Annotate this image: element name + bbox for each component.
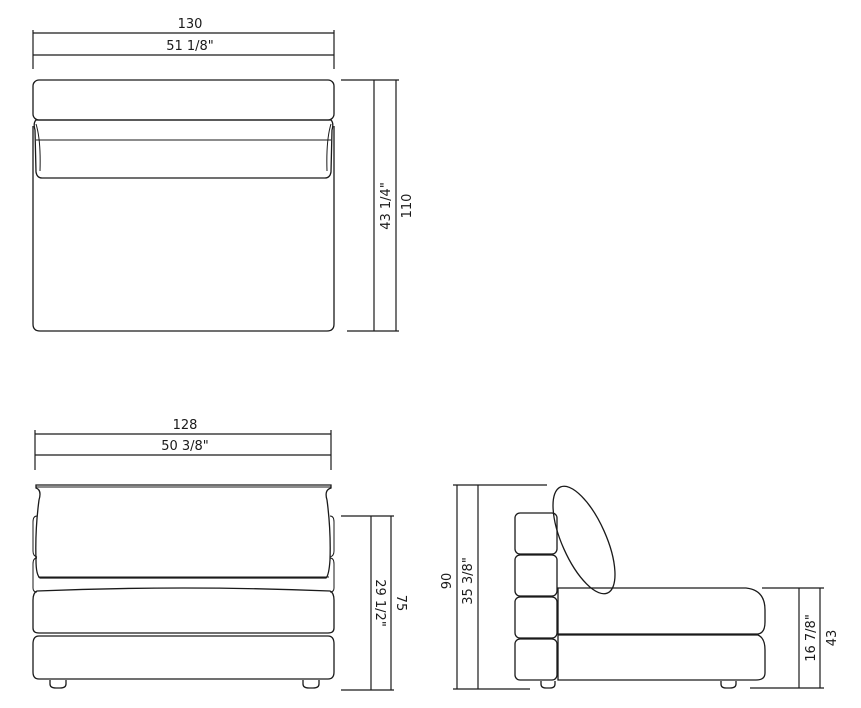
side-height-dimension: 90 35 3/8": [440, 484, 547, 690]
side-seat-dimension: 16 7/8" 43: [750, 587, 840, 689]
front-width-dimension: 128 50 3/8": [34, 418, 332, 470]
front-width-cm: 128: [173, 418, 198, 433]
top-width-cm: 130: [178, 17, 203, 32]
side-foot-right: [720, 681, 737, 689]
top-width-dimension: 130 51 1/8": [32, 17, 335, 69]
side-back-pillow: [552, 485, 616, 595]
top-depth-in: 43 1/4": [379, 182, 394, 230]
front-height-dimension: 29 1/2" 75: [341, 515, 408, 691]
side-height-in: 35 3/8": [461, 557, 476, 605]
top-depth-dimension: 43 1/4" 110: [341, 79, 415, 332]
side-seat-cm: 43: [825, 630, 840, 647]
front-view: 128 50 3/8" 29 1/2": [32, 418, 408, 691]
side-seat-in: 16 7/8": [804, 614, 819, 662]
top-view: 130 51 1/8" 43 1/4" 110: [32, 17, 415, 332]
front-sofa-outline: [32, 484, 335, 689]
front-width-in: 50 3/8": [161, 439, 209, 454]
side-sofa-outline: [514, 485, 766, 689]
front-foot-right: [302, 680, 320, 689]
front-height-in: 29 1/2": [372, 579, 387, 627]
side-foot-left: [540, 681, 556, 689]
side-view: 90 35 3/8" 16 7/8" 43: [440, 484, 840, 690]
front-foot-left: [49, 680, 67, 689]
front-height-cm: 75: [393, 595, 408, 612]
top-depth-cm: 110: [400, 194, 415, 219]
side-height-cm: 90: [440, 573, 455, 590]
top-width-in: 51 1/8": [166, 39, 214, 54]
top-sofa-outline: [32, 79, 335, 332]
